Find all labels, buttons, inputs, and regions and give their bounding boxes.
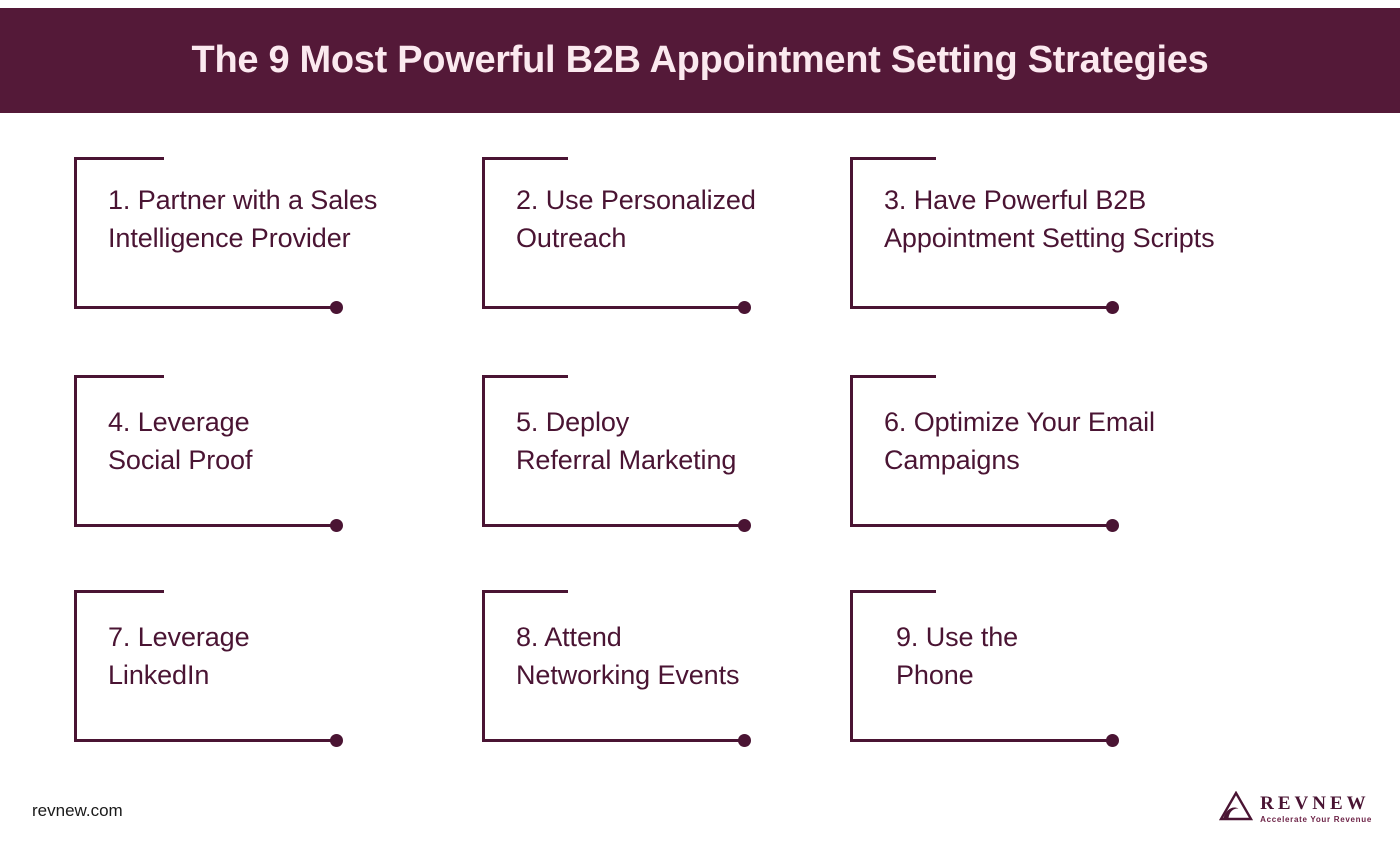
strategy-card-3-line1: 3. Have Powerful B2B [884,185,1147,215]
strategy-card-6[interactable]: 6. Optimize Your Email Campaigns [850,375,1155,532]
card-bottom-rule [482,524,747,527]
card-top-rule [74,375,164,378]
card-left-rule [482,157,485,309]
card-bottom-rule [74,524,339,527]
strategy-card-6-line1: 6. Optimize Your Email [884,407,1155,437]
strategy-card-2-line2: Outreach [516,223,627,254]
card-end-dot-icon [1106,734,1119,747]
strategy-card-8-line2: Networking Events [516,660,740,691]
card-top-rule [74,157,164,160]
strategy-card-9-line2: Phone [896,660,974,691]
strategy-card-1-line1: 1. Partner with a Sales [108,185,378,215]
card-bottom-rule [482,739,747,742]
card-end-dot-icon [330,301,343,314]
strategy-card-4-line1: 4. Leverage [108,407,250,437]
header-banner: The 9 Most Powerful B2B Appointment Sett… [0,8,1400,113]
card-top-rule [482,157,568,160]
card-end-dot-icon [330,519,343,532]
strategy-card-4-line2: Social Proof [108,445,253,476]
card-left-rule [482,590,485,742]
strategy-card-7-line2: LinkedIn [108,660,210,691]
card-top-rule [850,590,936,593]
strategy-card-5[interactable]: 5. Deploy Referral Marketing [482,375,751,532]
card-top-rule [850,157,936,160]
card-left-rule [74,157,77,309]
strategy-card-8-line1: 8. Attend [516,622,622,652]
strategy-card-9-line1: 9. Use the [896,622,1019,652]
card-left-rule [850,375,853,527]
card-bottom-rule [74,306,339,309]
card-bottom-rule [850,739,1115,742]
card-top-rule [74,590,164,593]
card-bottom-rule [850,524,1115,527]
strategy-card-8[interactable]: 8. Attend Networking Events [482,590,751,747]
strategy-card-1[interactable]: 1. Partner with a Sales Intelligence Pro… [74,157,377,314]
card-end-dot-icon [738,301,751,314]
card-left-rule [74,375,77,527]
card-end-dot-icon [1106,519,1119,532]
page-title: The 9 Most Powerful B2B Appointment Sett… [191,39,1209,81]
strategy-card-2[interactable]: 2. Use Personalized Outreach [482,157,756,314]
strategy-card-grid: 1. Partner with a Sales Intelligence Pro… [0,113,1400,773]
card-end-dot-icon [330,734,343,747]
strategy-card-4[interactable]: 4. Leverage Social Proof [74,375,343,532]
card-top-rule [850,375,936,378]
card-left-rule [482,375,485,527]
card-bottom-rule [850,306,1115,309]
card-top-rule [482,590,568,593]
card-bottom-rule [74,739,339,742]
strategy-card-5-line1: 5. Deploy [516,407,630,437]
strategy-card-3[interactable]: 3. Have Powerful B2B Appointment Setting… [850,157,1215,314]
card-end-dot-icon [738,519,751,532]
strategy-card-5-line2: Referral Marketing [516,445,737,476]
card-end-dot-icon [1106,301,1119,314]
footer: revnew.com REVNEW Accelerate Your Revenu… [0,773,1400,849]
card-left-rule [74,590,77,742]
logo-tagline: Accelerate Your Revenue [1260,814,1372,824]
strategy-card-7-line1: 7. Leverage [108,622,250,652]
card-top-rule [482,375,568,378]
revnew-logo[interactable]: REVNEW Accelerate Your Revenue [1219,790,1372,826]
strategy-card-9[interactable]: 9. Use the Phone [850,590,1119,747]
footer-site-url[interactable]: revnew.com [32,801,123,820]
logo-wordmark: REVNEW [1260,792,1370,814]
strategy-card-6-line2: Campaigns [884,445,1020,476]
card-left-rule [850,157,853,309]
strategy-card-2-line1: 2. Use Personalized [516,185,756,215]
triangle-wave-icon [1219,790,1254,826]
strategy-card-1-line2: Intelligence Provider [108,223,351,254]
card-bottom-rule [482,306,747,309]
card-end-dot-icon [738,734,751,747]
strategy-card-7[interactable]: 7. Leverage LinkedIn [74,590,343,747]
card-left-rule [850,590,853,742]
strategy-card-3-line2: Appointment Setting Scripts [884,223,1215,254]
